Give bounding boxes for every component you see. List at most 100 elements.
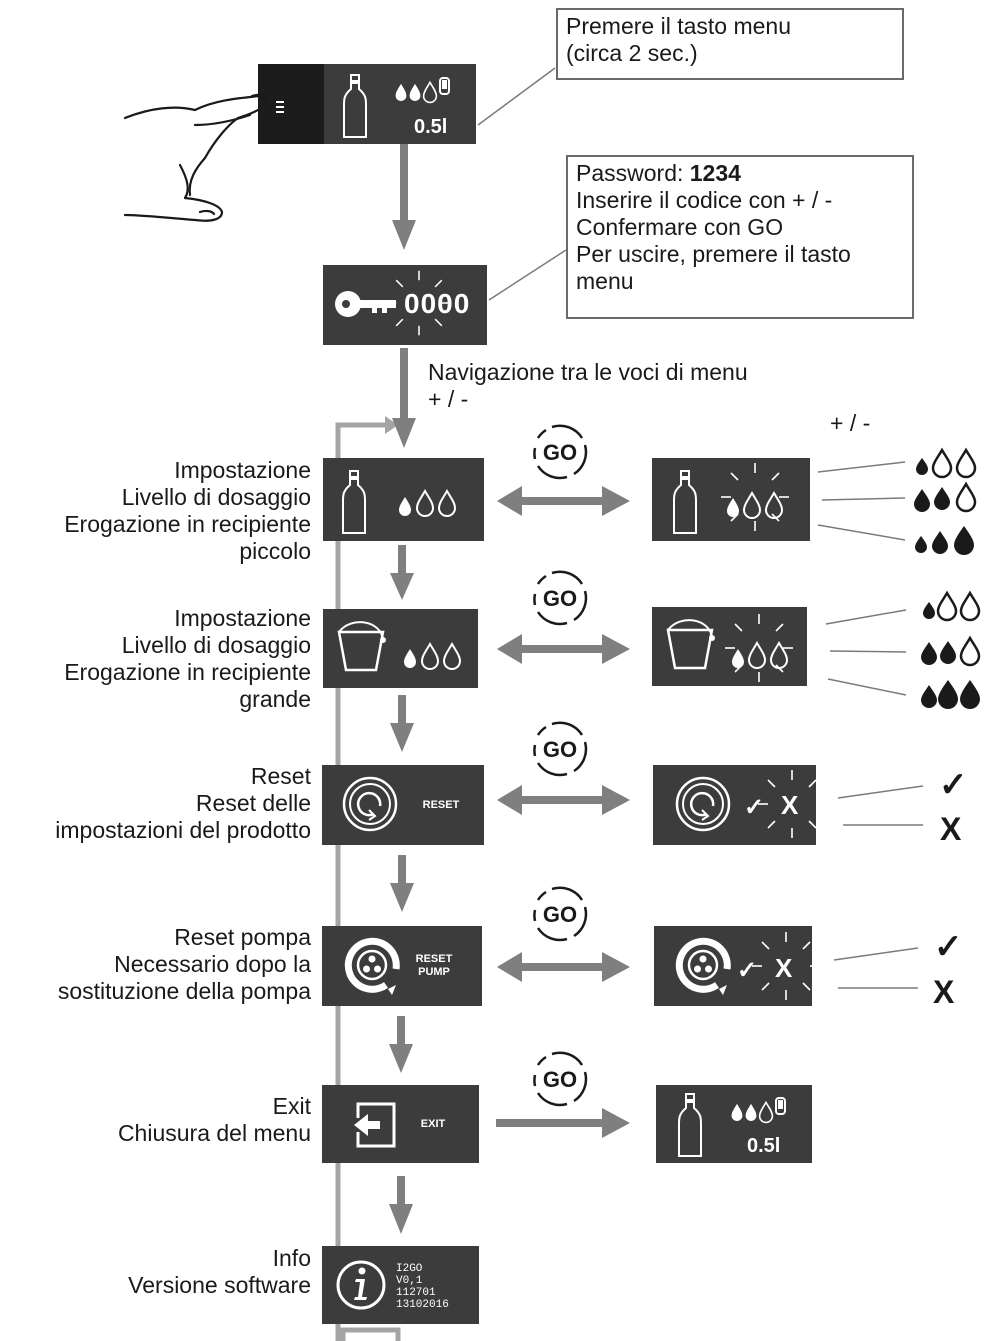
- navigation-note: Navigazione tra le voci di menu + / -: [428, 359, 748, 413]
- plus-minus-label: + / -: [830, 410, 871, 436]
- label-line: Livello di dosaggio: [121, 484, 311, 510]
- loop-arrow-head: [385, 416, 398, 434]
- password-label: Password:: [576, 160, 684, 186]
- label-line: Impostazione: [174, 457, 311, 483]
- volume-label: 0.5l: [414, 116, 447, 138]
- display-reset-pump: RESET PUMP: [322, 926, 482, 1006]
- volume-label: 0.5l: [747, 1135, 780, 1157]
- menu-item-label: Reset pompa Necessario dopo la sostituzi…: [58, 924, 311, 1005]
- callout-leader-line: [488, 249, 567, 301]
- label-line: Versione software: [128, 1272, 311, 1298]
- down-arrow: [390, 695, 414, 752]
- double-arrow: [497, 785, 630, 815]
- label-line: impostazioni del prodotto: [55, 817, 311, 843]
- down-arrow: [389, 1016, 413, 1073]
- dosage-level-medium-icon: [914, 482, 977, 513]
- menu-item-label: Impostazione Livello di dosaggio Erogazi…: [64, 457, 311, 565]
- go-button-icon: GO: [533, 570, 588, 626]
- dosage-level-high-icon: [915, 526, 974, 555]
- label-line: sostituzione della pompa: [57, 978, 311, 1004]
- reset-label: RESET: [423, 799, 460, 811]
- display-password: 0000: [323, 265, 487, 345]
- dosage-level-high-icon: [921, 680, 980, 709]
- display-home-return: 0.5l: [656, 1085, 812, 1163]
- go-label: GO: [543, 1067, 577, 1092]
- down-arrow: [392, 144, 416, 250]
- display-reset-confirm: ✓ X: [653, 765, 827, 845]
- dosage-drops-icon: [395, 77, 450, 104]
- right-arrow: [496, 1108, 630, 1138]
- loop-bottom-line: [340, 1327, 401, 1341]
- callout-line: Inserire il codice con + / -: [576, 187, 833, 213]
- dosage-level-medium-icon: [921, 636, 981, 667]
- label-line: Erogazione in recipiente: [64, 659, 311, 685]
- label-line: grande: [239, 686, 311, 712]
- dosage-drops-icon: [731, 1097, 786, 1124]
- double-arrow: [497, 634, 630, 664]
- info-line: V0,1: [396, 1275, 423, 1287]
- password-value: 1234: [689, 160, 741, 186]
- label-line: Reset delle: [195, 790, 311, 816]
- hand-pointer-icon: [123, 93, 267, 222]
- double-arrow: [497, 952, 630, 982]
- label-line: Info: [272, 1245, 311, 1271]
- display-small-container: [323, 458, 484, 541]
- reset-pump-label-1: RESET: [416, 953, 453, 965]
- no-x-icon: X: [940, 811, 962, 847]
- menu-icon: [276, 101, 284, 113]
- label-line: Necessario dopo la: [114, 951, 311, 977]
- label-line: piccolo: [239, 538, 311, 564]
- reset-pump-label-2: PUMP: [418, 966, 450, 978]
- navigation-line: Navigazione tra le voci di menu: [428, 359, 748, 385]
- label-line: Reset: [250, 763, 311, 789]
- go-label: GO: [543, 586, 577, 611]
- down-arrow: [390, 545, 414, 600]
- press-menu-callout: Premere il tasto menu (circa 2 sec.): [556, 8, 904, 80]
- callout-line: Per uscire, premere il tasto: [576, 241, 851, 267]
- exit-door-icon: [352, 1102, 396, 1148]
- display-large-container: [323, 609, 478, 688]
- confirm-check-icon: ✓: [744, 794, 764, 821]
- down-arrow: [392, 348, 416, 448]
- go-button-icon: GO: [533, 424, 588, 480]
- info-line: I2GO: [396, 1263, 423, 1275]
- label-line: Livello di dosaggio: [121, 632, 311, 658]
- menu-key[interactable]: [258, 64, 324, 144]
- yes-check-icon: ✓: [934, 928, 963, 966]
- down-arrow: [389, 1176, 413, 1234]
- double-arrow: [497, 486, 630, 516]
- callout-line: Confermare con GO: [576, 214, 784, 240]
- go-button-icon: GO: [533, 1051, 588, 1107]
- label-line: Reset pompa: [174, 924, 311, 950]
- display-home: 0.5l: [258, 64, 476, 144]
- menu-item-label: Reset Reset delle impostazioni del prodo…: [55, 763, 311, 844]
- label-line: Erogazione in recipiente: [64, 511, 311, 537]
- go-label: GO: [543, 440, 577, 465]
- display-large-container-edit: [652, 607, 807, 686]
- callout-line: menu: [576, 268, 634, 294]
- display-reset: RESET: [322, 765, 484, 845]
- display-reset-pump-confirm: ✓ X: [654, 926, 821, 1006]
- password-callout: Password: 1234 Inserire il codice con + …: [566, 155, 914, 319]
- loop-return-line: [335, 422, 385, 1341]
- password-line: Password: 1234: [576, 160, 904, 187]
- info-icon: [336, 1260, 386, 1310]
- menu-item-label: Exit Chiusura del menu: [118, 1093, 311, 1147]
- password-code: 0000: [404, 288, 470, 319]
- label-line: Impostazione: [174, 605, 311, 631]
- callout-leader-line: [477, 67, 556, 126]
- label-line: Chiusura del menu: [117, 1120, 311, 1146]
- down-arrow: [390, 855, 414, 912]
- display-exit: EXIT: [322, 1085, 479, 1163]
- dosage-level-low-icon: [916, 448, 977, 479]
- go-label: GO: [543, 737, 577, 762]
- dosage-level-low-icon: [923, 591, 981, 622]
- navigation-line: + / -: [428, 386, 469, 412]
- callout-line: (circa 2 sec.): [566, 40, 698, 66]
- key-icon: [335, 291, 396, 317]
- display-small-container-edit: [652, 458, 810, 541]
- cancel-x-icon: X: [781, 790, 799, 820]
- go-button-icon: GO: [533, 721, 588, 777]
